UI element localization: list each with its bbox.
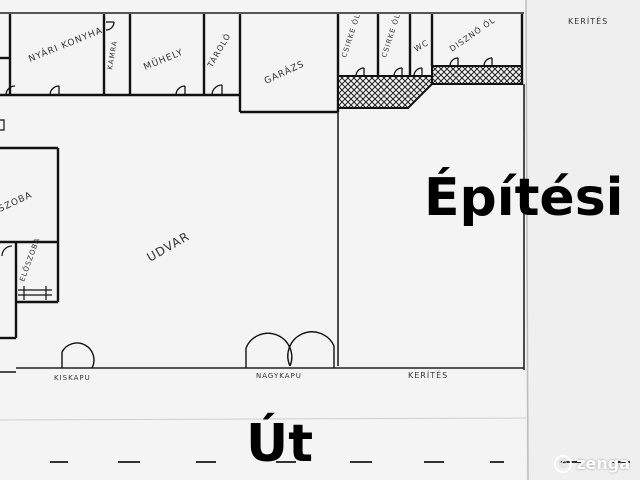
copyright-icon: © — [554, 454, 573, 473]
nagykapu-gate — [245, 331, 335, 368]
house-walls — [0, 146, 60, 340]
gate-label-nagykapu: NAGYKAPU — [256, 372, 302, 380]
road-overlay-label: Út — [246, 414, 314, 474]
fence-label-bottom: KERÍTÉS — [408, 369, 448, 380]
watermark-text: zenga — [576, 454, 630, 473]
pigsty-hatched-run — [431, 65, 523, 85]
gate-label-kiskapu: KISKAPU — [54, 374, 91, 382]
fence-label-top-right: KERÍTÉS — [568, 15, 608, 26]
watermark: © zenga — [554, 454, 630, 473]
paper-sheet-right — [526, 0, 640, 480]
building-plot-overlay-label: Építési t — [424, 168, 640, 228]
coop-hatched-run — [337, 75, 433, 109]
kiskapu-gate — [61, 342, 95, 369]
